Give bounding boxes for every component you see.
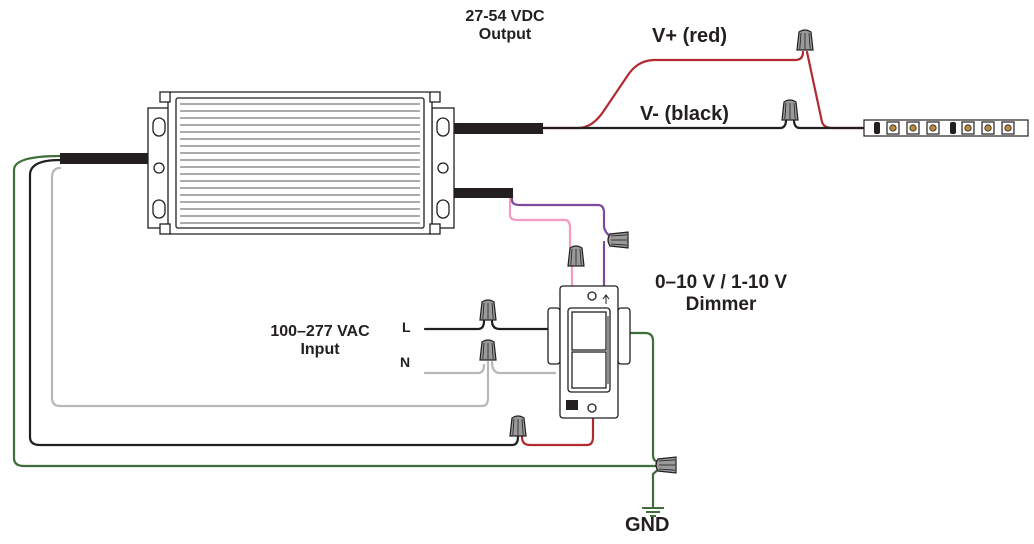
- led-chip-emitter: [909, 124, 917, 132]
- led-chip-emitter: [929, 124, 937, 132]
- ground-label: GND: [625, 514, 670, 536]
- output-caption-text: Output: [478, 26, 532, 44]
- vminus-label: V- (black): [640, 103, 729, 125]
- dc-cable-sleeve: [437, 123, 543, 134]
- output-voltage-text: 27-54 VDC: [465, 8, 545, 25]
- led-strip: [863, 119, 1029, 137]
- dimmer-switch: [547, 285, 631, 419]
- strip-resistor: [950, 122, 956, 134]
- neutral-source-wire: [423, 363, 486, 375]
- wire-nut-group: [479, 29, 814, 474]
- wire-nut-vminus-icon: [781, 99, 799, 121]
- dimmer-arrow-icon: [602, 294, 610, 304]
- line-terminal-label: L: [402, 319, 411, 335]
- dim-cable-sleeve: [437, 188, 513, 198]
- vminus-wire: [541, 118, 788, 130]
- dimmer-caption-text: Dimmer: [685, 293, 757, 315]
- ground-dimmer-wire: [620, 331, 662, 464]
- wire-nut-ground-icon: [655, 456, 677, 474]
- vplus-label: V+ (red): [652, 25, 728, 47]
- output-label: 27-54 VDC Output: [445, 8, 565, 45]
- dimmer-label: 0–10 V / 1-10 V Dimmer: [628, 272, 814, 316]
- neutral-terminal-label: N: [400, 354, 411, 370]
- led-driver: [147, 91, 455, 235]
- input-voltage-text: 100–277 VAC: [270, 323, 370, 340]
- led-chip-emitter: [1004, 124, 1012, 132]
- input-label: 100–277 VAC Input: [250, 323, 390, 360]
- vplus-wire: [541, 50, 805, 130]
- neutral-input-wire: [50, 166, 490, 408]
- led-chip-emitter: [889, 124, 897, 132]
- hot-driver-wire: [28, 158, 520, 447]
- input-caption-text: Input: [300, 341, 340, 359]
- wire-nut-neutral-icon: [479, 339, 497, 361]
- dimmer-type-text: 0–10 V / 1-10 V: [654, 272, 788, 293]
- dim-purple-wire: [510, 192, 622, 242]
- hot-source-wire: [423, 319, 486, 331]
- ground-earth-wire: [651, 466, 662, 510]
- wire-nut-dim-pink-icon: [567, 245, 585, 267]
- dimmed-hot-wire: [520, 408, 595, 447]
- wire-nut-dim-purple-icon: [607, 231, 629, 249]
- wire-nut-dimmed-hot-icon: [509, 415, 527, 437]
- vplus-strip-wire: [805, 50, 866, 130]
- vminus-strip-wire: [792, 118, 866, 130]
- wire-nut-hot-icon: [479, 299, 497, 321]
- ground-symbol-icon: [642, 507, 664, 517]
- strip-pad: [874, 122, 880, 134]
- dimmer-trim-slider: [566, 400, 578, 410]
- led-chip-emitter: [984, 124, 992, 132]
- wire-nut-vplus-icon: [796, 29, 814, 51]
- hot-dimmer-wire: [490, 319, 557, 331]
- ground-wire: [12, 154, 662, 468]
- neutral-dimmer-wire: [490, 360, 557, 375]
- led-chip-emitter: [964, 124, 972, 132]
- driver-heat-fins: [180, 103, 420, 224]
- ac-cable-sleeve: [60, 153, 168, 164]
